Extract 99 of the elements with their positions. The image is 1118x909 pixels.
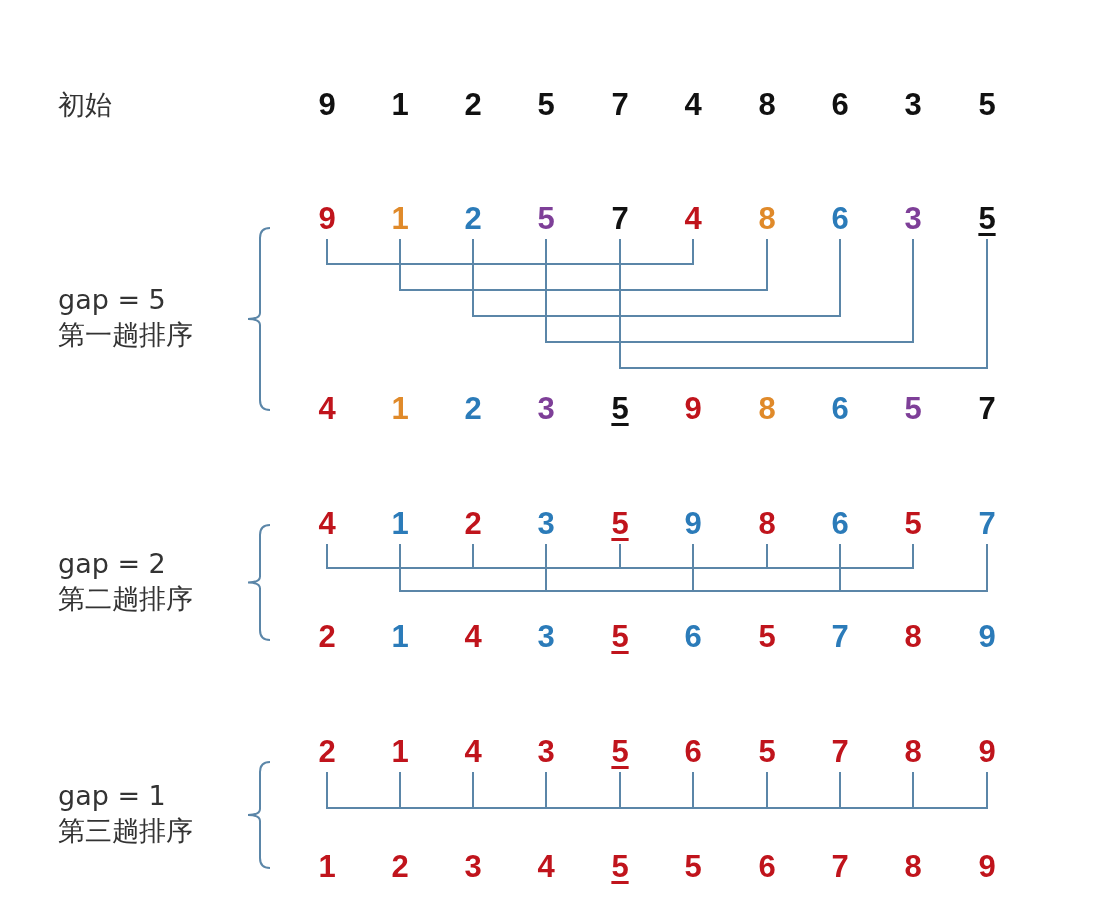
number: 5 (600, 391, 640, 429)
number: 5 (967, 201, 1007, 239)
connector-line (839, 543, 988, 592)
number: 9 (967, 849, 1007, 887)
connector-line (399, 238, 768, 291)
number: 4 (526, 849, 566, 887)
number: 3 (453, 849, 493, 887)
connector-line (692, 543, 841, 592)
number: 2 (307, 619, 347, 657)
connector-line (472, 238, 841, 317)
number: 4 (307, 391, 347, 429)
number: 7 (820, 849, 860, 887)
number: 5 (526, 201, 566, 239)
connector-line (692, 771, 768, 809)
number: 3 (893, 201, 933, 239)
number: 5 (893, 506, 933, 544)
gap-label: gap = 1 (58, 779, 166, 813)
number: 5 (600, 619, 640, 657)
connector-line (326, 771, 401, 809)
number: 5 (967, 87, 1007, 125)
number: 7 (600, 87, 640, 125)
number: 9 (673, 391, 713, 429)
number: 8 (747, 87, 787, 125)
number: 5 (893, 391, 933, 429)
number: 3 (526, 391, 566, 429)
number: 6 (820, 506, 860, 544)
number: 2 (453, 391, 493, 429)
number: 3 (526, 734, 566, 772)
number: 4 (307, 506, 347, 544)
number: 7 (967, 506, 1007, 544)
connector-line (472, 771, 547, 809)
number: 5 (673, 849, 713, 887)
number: 4 (453, 619, 493, 657)
number: 3 (893, 87, 933, 125)
connector-line (399, 771, 474, 809)
number: 8 (893, 849, 933, 887)
number: 8 (747, 201, 787, 239)
connector-line (619, 543, 768, 569)
number: 9 (967, 619, 1007, 657)
number: 6 (820, 201, 860, 239)
connector-line (545, 771, 621, 809)
number: 5 (526, 87, 566, 125)
number: 1 (380, 734, 420, 772)
connector-line (545, 543, 694, 592)
number: 4 (673, 87, 713, 125)
number: 1 (380, 87, 420, 125)
number: 5 (747, 734, 787, 772)
number: 8 (893, 734, 933, 772)
connector-line (766, 771, 841, 809)
number: 1 (380, 619, 420, 657)
pass-label: 第一趟排序 (58, 318, 193, 352)
number: 2 (307, 734, 347, 772)
number: 3 (526, 619, 566, 657)
number: 8 (893, 619, 933, 657)
number: 5 (600, 849, 640, 887)
number: 6 (747, 849, 787, 887)
connector-line (545, 238, 914, 343)
number: 1 (307, 849, 347, 887)
connector-line (619, 771, 694, 809)
number: 9 (967, 734, 1007, 772)
number: 2 (453, 87, 493, 125)
number: 9 (307, 87, 347, 125)
number: 8 (747, 391, 787, 429)
number: 5 (600, 506, 640, 544)
number: 1 (380, 506, 420, 544)
number: 4 (673, 201, 713, 239)
number: 7 (600, 201, 640, 239)
number: 3 (526, 506, 566, 544)
number: 1 (380, 201, 420, 239)
connector-line (839, 771, 914, 809)
gap-label: gap = 2 (58, 547, 166, 581)
connector-line (912, 771, 988, 809)
number: 5 (747, 619, 787, 657)
pass-label: 第二趟排序 (58, 582, 193, 616)
pass-label: 第三趟排序 (58, 814, 193, 848)
number: 6 (673, 734, 713, 772)
number: 8 (747, 506, 787, 544)
connector-line (399, 543, 547, 592)
connector-line (766, 543, 914, 569)
number: 9 (307, 201, 347, 239)
number: 4 (453, 734, 493, 772)
number: 6 (673, 619, 713, 657)
number: 2 (453, 201, 493, 239)
number: 2 (380, 849, 420, 887)
connector-line (619, 238, 988, 369)
connector-line (472, 543, 621, 569)
number: 7 (820, 734, 860, 772)
number: 1 (380, 391, 420, 429)
connector-line (326, 238, 694, 265)
number: 9 (673, 506, 713, 544)
number: 7 (967, 391, 1007, 429)
number: 2 (453, 506, 493, 544)
number: 6 (820, 87, 860, 125)
connector-line (326, 543, 474, 569)
number: 5 (600, 734, 640, 772)
number: 6 (820, 391, 860, 429)
number: 7 (820, 619, 860, 657)
gap-label: gap = 5 (58, 283, 166, 317)
row-label: 初始 (58, 88, 112, 122)
